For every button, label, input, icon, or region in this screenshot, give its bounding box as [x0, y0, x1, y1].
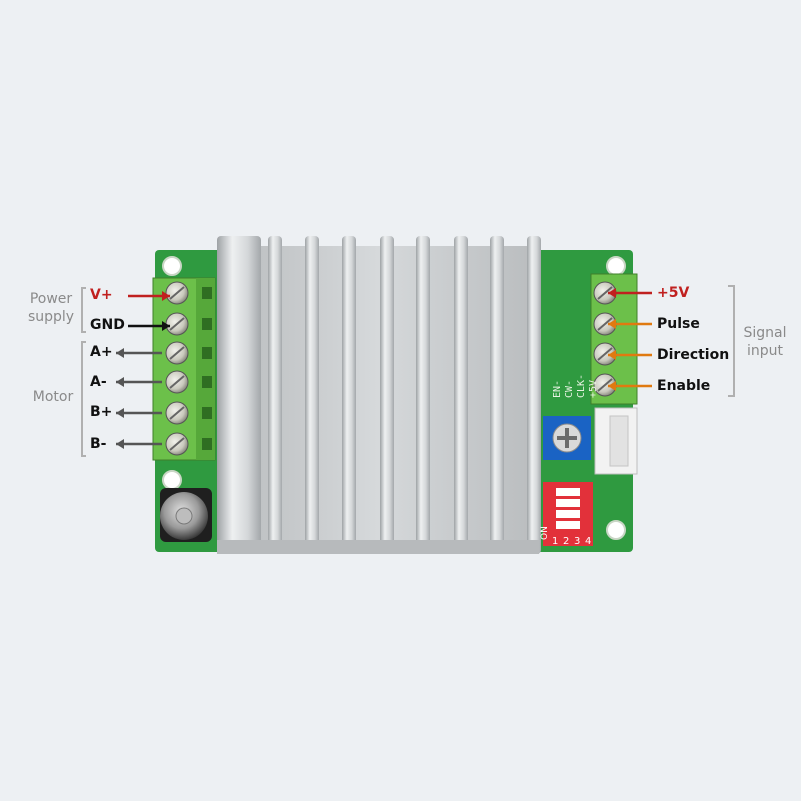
screw-terminal	[593, 312, 617, 336]
pin-label: V+	[90, 287, 113, 303]
silkscreen-text: CLK-	[576, 374, 587, 398]
screw-terminal	[165, 281, 212, 305]
power-supply-line2: supply	[27, 309, 75, 325]
bracket-signal	[728, 285, 735, 397]
screw-terminal	[165, 312, 212, 336]
pin-label: A-	[90, 374, 107, 390]
power-supply-group-label: Power supply	[20, 290, 82, 326]
heatsink-fin	[268, 236, 282, 554]
pin-arrow	[116, 348, 162, 358]
bracket-power	[81, 287, 86, 333]
pin-label: GND	[90, 317, 125, 333]
dip-switch-key	[556, 488, 580, 496]
pin-arrow	[608, 350, 652, 360]
pin-arrow	[116, 439, 162, 449]
left-terminal-block	[152, 277, 216, 461]
pin-arrow	[128, 291, 170, 301]
silkscreen-text: EN-	[552, 380, 563, 398]
silkscreen-labels: EN-CW-CLK-+5V	[552, 374, 599, 398]
dip-switch-number: 1	[552, 536, 558, 547]
heatsink-fin	[454, 236, 468, 554]
motor-group-label: Motor	[32, 389, 74, 405]
screw-terminal	[593, 342, 617, 366]
pin-label: Enable	[657, 378, 711, 394]
pin-label: B-	[90, 436, 107, 452]
screw-terminal	[165, 432, 212, 456]
signal-input-line1: Signal	[743, 325, 787, 341]
pin-label: Direction	[657, 347, 730, 363]
dip-switch-number: 3	[574, 536, 580, 547]
heatsink-fin	[342, 236, 356, 554]
pin-arrow	[608, 381, 652, 391]
heatsink-fin	[380, 236, 394, 554]
mount-hole	[606, 520, 626, 540]
pin-arrow	[608, 319, 652, 329]
signal-input-line2: input	[746, 343, 783, 359]
signal-input-group-label: Signal input	[738, 324, 792, 360]
dip-switch-number: 2	[563, 536, 569, 547]
screw-terminal	[165, 401, 212, 425]
mount-hole	[606, 256, 626, 276]
heatsink-fin	[490, 236, 504, 554]
mount-hole	[162, 256, 182, 276]
heatsink	[217, 236, 541, 554]
silkscreen-text: CW-	[564, 380, 575, 398]
pin-arrow	[128, 321, 170, 331]
dip-switch-number: 4	[585, 536, 591, 547]
power-supply-line1: Power	[29, 291, 73, 307]
pin-arrow	[608, 288, 652, 298]
pin-label: Pulse	[657, 316, 700, 332]
potentiometer	[543, 416, 591, 460]
dip-on-label: ON	[540, 526, 550, 540]
dip-switch-key	[556, 521, 580, 529]
pin-arrow	[116, 377, 162, 387]
screw-terminal	[165, 370, 212, 394]
pin-label: A+	[90, 344, 113, 360]
heatsink-fin	[527, 236, 541, 554]
screw-terminal	[165, 341, 212, 365]
dip-switch-key	[556, 510, 580, 518]
heatsink-fin	[305, 236, 319, 554]
pin-arrow	[116, 408, 162, 418]
bracket-motor	[81, 341, 86, 457]
silkscreen-text: +5V	[588, 380, 599, 398]
connector-header	[594, 407, 638, 475]
pin-label: B+	[90, 404, 113, 420]
heatsink-fin	[217, 236, 261, 554]
capacitor	[160, 488, 212, 542]
mount-hole	[162, 470, 182, 490]
heatsink-fin	[416, 236, 430, 554]
dip-switch-key	[556, 499, 580, 507]
pin-label: +5V	[657, 285, 690, 301]
